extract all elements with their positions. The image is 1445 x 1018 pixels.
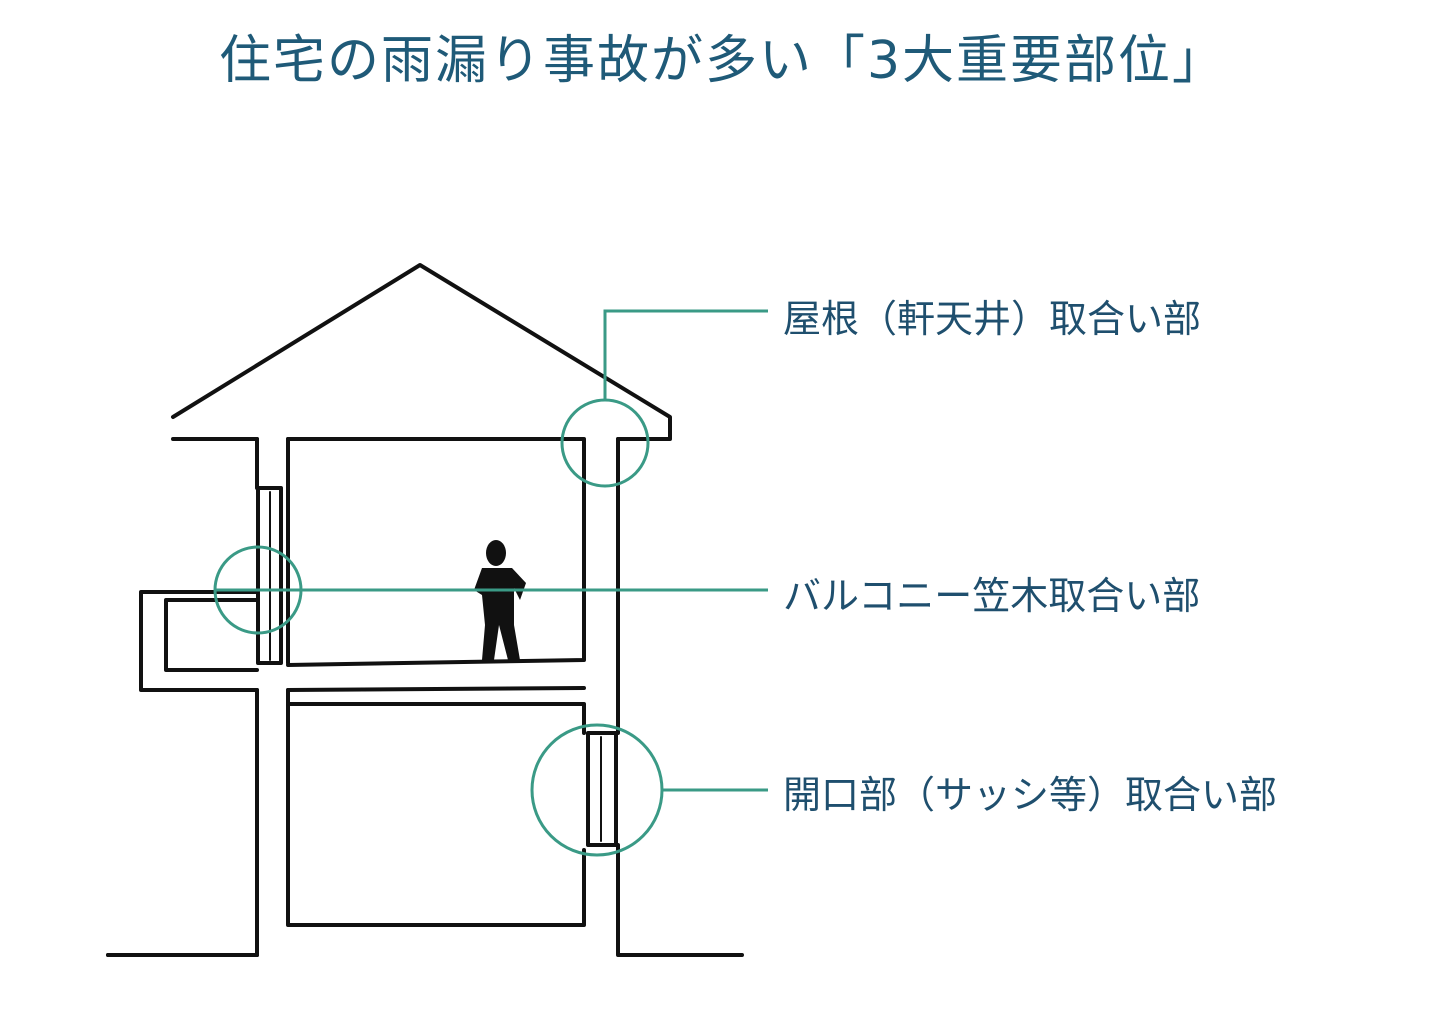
lower-window — [586, 731, 618, 847]
roof-callout-line — [603, 309, 768, 400]
roof-outline — [171, 263, 672, 441]
callout-label-opening: 開口部（サッシ等）取合い部 — [783, 773, 1277, 817]
left-lower-wall — [255, 688, 290, 957]
upper-window — [256, 486, 283, 665]
callout-label-balcony: バルコニー笠木取合い部 — [783, 574, 1200, 618]
opening-callout-circle — [530, 723, 664, 857]
page-title: 住宅の雨漏り事故が多い「3大重要部位」 — [218, 31, 1227, 91]
callouts — [213, 309, 768, 857]
right-wall — [616, 437, 744, 957]
house-drawing — [106, 263, 744, 957]
callout-label-roof: 屋根（軒天井）取合い部 — [783, 297, 1201, 341]
roof-callout-circle — [560, 398, 650, 488]
left-wall — [255, 437, 290, 665]
person-silhouette — [474, 540, 526, 660]
upper-floor-slab — [286, 437, 586, 927]
balcony-inner — [164, 598, 259, 672]
balcony-outline — [106, 590, 259, 957]
